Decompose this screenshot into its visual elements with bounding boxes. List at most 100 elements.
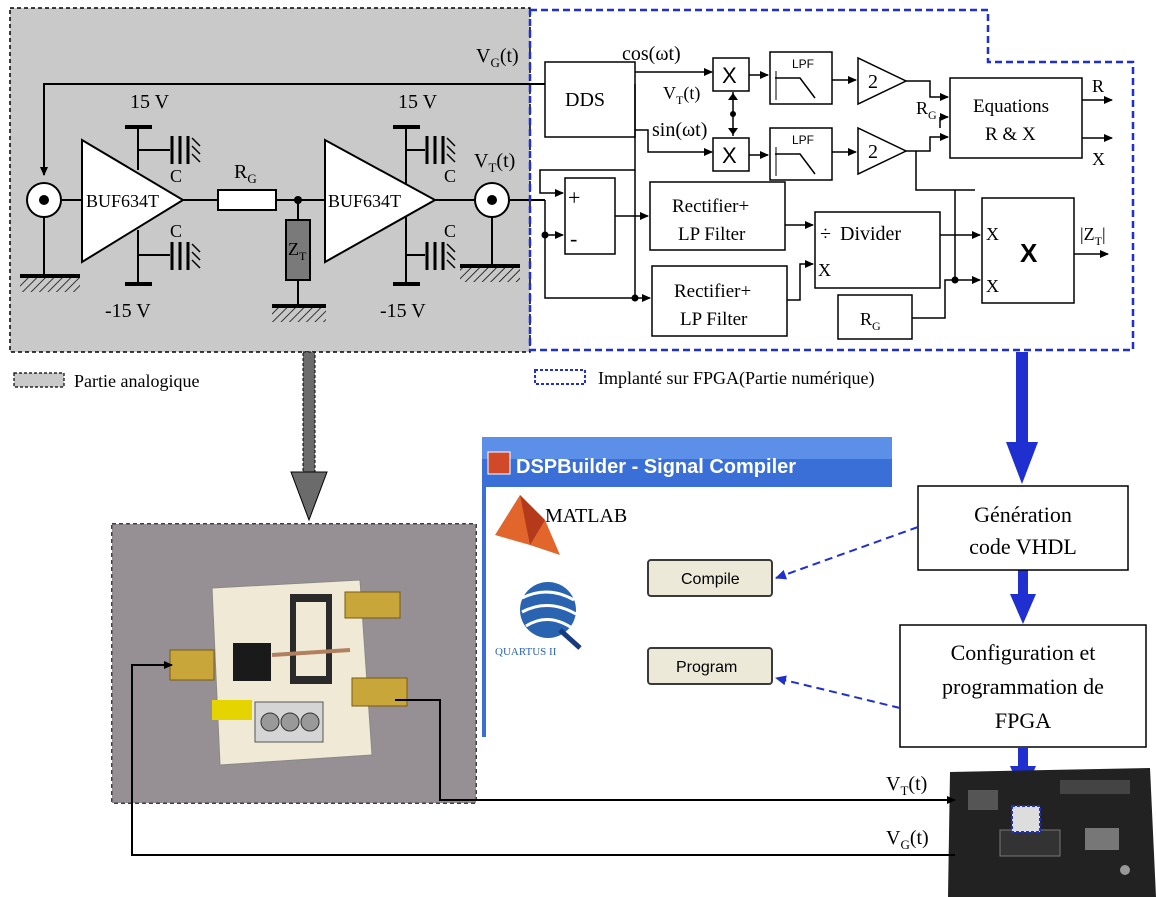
sin-label: sin(ωt) <box>652 119 707 141</box>
window-titlebar-highlight <box>482 437 892 459</box>
fpga-memory <box>999 829 1061 857</box>
gain-1 <box>857 56 908 106</box>
decoupling-cap-3 <box>406 136 456 164</box>
wire-vt-rect2 <box>544 235 651 302</box>
analog-section: VG(t) BUF634T 15 V -15 V C <box>9 7 545 353</box>
fpga-display <box>1085 828 1119 850</box>
legend-analog-label: Partie analogique <box>74 371 199 391</box>
sin-wire <box>635 129 713 156</box>
rectifier-2-line1: Rectifier+ <box>674 281 751 302</box>
output-r-label: R <box>1092 76 1104 96</box>
window-app-icon <box>487 451 511 475</box>
supply-top-2: 15 V <box>398 91 438 113</box>
lpf-1-label: LPF <box>792 57 814 71</box>
lpf-2-label: LPF <box>792 133 814 147</box>
vg-feed-line <box>40 83 545 176</box>
buffer-2 <box>324 138 438 264</box>
rg-label: RG <box>234 161 257 186</box>
arrow-analog-to-photo <box>290 351 328 522</box>
multiplier-sin-label: X <box>722 143 737 168</box>
legend-digital-label: Implanté sur FPGA(Partie numérique) <box>598 368 874 389</box>
equations-block <box>949 77 1083 159</box>
wire-gain2-eq <box>906 133 949 152</box>
vhdl-line1: Génération <box>974 502 1072 527</box>
divider-symbol: ÷ <box>820 223 831 245</box>
ground-hatch-2 <box>272 308 326 322</box>
magnitude-in2-label: X <box>986 276 999 296</box>
rectifier-1-line1: Rectifier+ <box>672 196 749 217</box>
wire-rgbox-mult <box>912 276 981 319</box>
rectifier-1-line2: LP Filter <box>678 224 746 245</box>
pcb-sma-top-right <box>344 591 401 619</box>
matlab-label: MATLAB <box>545 505 627 527</box>
fpga-header <box>1060 780 1130 794</box>
arrow-vhdl-to-config <box>1010 570 1036 624</box>
legend: Partie analogique Implanté sur FPGA(Part… <box>13 368 874 391</box>
buffer-1-label: BUF634T <box>86 191 159 211</box>
fpga-button <box>1120 865 1130 875</box>
pcb-caps <box>212 700 252 720</box>
config-line2: programmation de <box>942 674 1104 699</box>
config-line3: FPGA <box>995 708 1051 733</box>
wire-vg-subtractor <box>539 84 636 197</box>
ground-hatch-1 <box>20 278 80 292</box>
fpga-board <box>948 768 1156 897</box>
pcb-sma-bottom-right <box>351 677 408 707</box>
vg-board-wire <box>131 661 955 856</box>
zt-label: ZT <box>288 239 307 263</box>
decoupling-cap-2 <box>138 242 201 270</box>
software-window: DSPBuilder - Signal Compiler MATLAB QUAR… <box>482 437 892 737</box>
pcb-socket-inner <box>296 602 326 676</box>
compile-button[interactable] <box>647 559 773 597</box>
vt-node <box>730 111 736 117</box>
pcb-ic <box>233 643 271 681</box>
decoupling-cap-4 <box>406 242 456 270</box>
pcb-screw-1 <box>260 712 280 732</box>
wire-vt-subtractor <box>544 200 564 239</box>
vt-label-digital: VT(t) <box>663 83 700 107</box>
pcb-screw-2 <box>280 712 300 732</box>
lpf-1-curve <box>775 77 816 99</box>
cap-label-2: C <box>170 221 182 241</box>
rectifier-1 <box>649 181 786 251</box>
pcb-sma-left <box>169 649 215 681</box>
matlab-logo <box>495 495 560 555</box>
gain-1-label: 2 <box>868 71 878 93</box>
ground-hatch-3 <box>460 268 520 282</box>
impedance-zt <box>285 219 311 281</box>
gain-2-label: 2 <box>868 141 878 163</box>
cos-label: cos(ωt) <box>622 43 681 65</box>
supply-bottom-2: -15 V <box>380 300 426 322</box>
pcb-resistor <box>271 648 351 657</box>
subtractor-minus: - <box>570 226 577 251</box>
legend-digital-swatch <box>534 369 586 385</box>
rectifier-2 <box>651 265 788 337</box>
lpf-2-curve <box>775 153 816 175</box>
subtractor-block <box>564 177 616 255</box>
vt-board-wire <box>395 699 956 804</box>
vg-board-label: VG(t) <box>886 827 929 852</box>
vhdl-line2: code VHDL <box>969 534 1077 559</box>
magnitude-multiplier-label: X <box>1020 238 1038 268</box>
cap-label-4: C <box>444 221 456 241</box>
program-button[interactable] <box>647 647 773 685</box>
magnitude-in1-label: X <box>986 224 999 244</box>
equations-line2: R & X <box>985 124 1036 145</box>
divider-x-label: X <box>818 260 831 280</box>
compile-button-label: Compile <box>681 571 740 588</box>
rg-block-label: RG <box>860 309 881 333</box>
rg-eq-label: RG <box>916 98 937 122</box>
fpga-connector-1 <box>968 790 998 810</box>
window-title: DSPBuilder - Signal Compiler <box>516 456 796 478</box>
supply-top-1: 15 V <box>130 91 170 113</box>
divider-block <box>814 211 941 289</box>
cap-label-3: C <box>444 166 456 186</box>
wire-gain1-eq <box>906 80 949 101</box>
wire-rect2-divider <box>787 260 814 301</box>
decoupling-cap-1 <box>138 136 201 164</box>
bnc-output-pin <box>487 195 497 205</box>
rectifier-2-line2: LP Filter <box>680 309 748 330</box>
vg-label: VG(t) <box>476 45 519 70</box>
config-to-program <box>775 675 901 709</box>
vhdl-box <box>917 485 1129 571</box>
